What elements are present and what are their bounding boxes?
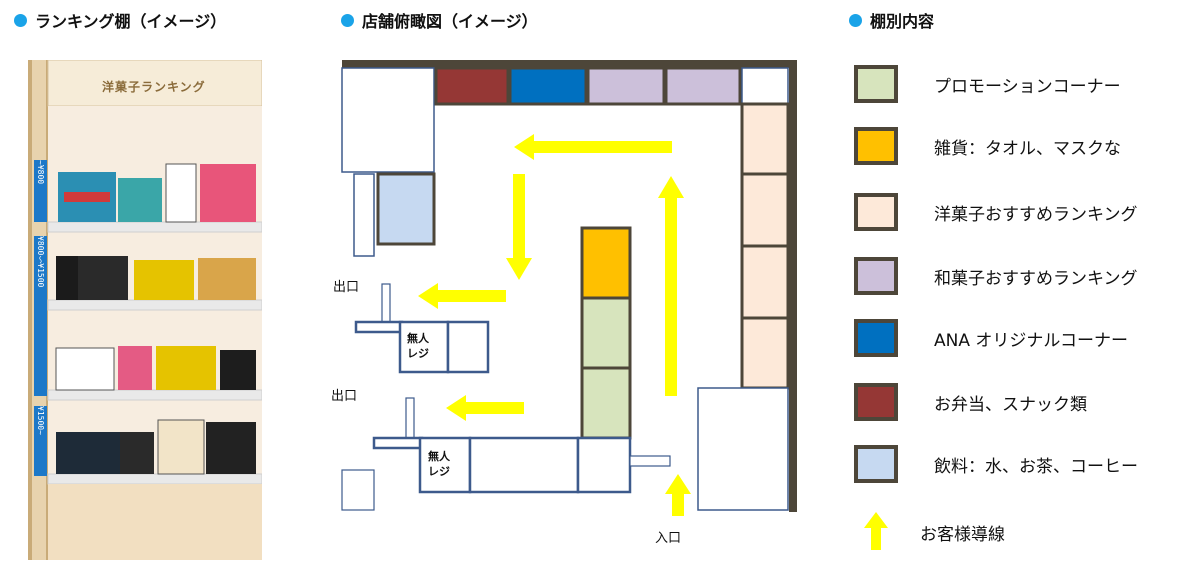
legend-row-yogashi: 洋菓子おすすめランキング <box>854 192 1138 232</box>
legend-swatch-yogashi <box>854 193 898 231</box>
register-label-2: 無人 レジ <box>428 450 450 478</box>
counter-2-middle <box>468 436 580 494</box>
wagashi-shelf-1 <box>586 66 666 106</box>
counter-2-end <box>576 436 632 494</box>
legend-label-yogashi: 洋菓子おすすめランキング <box>934 204 1138 225</box>
register-counter-2 <box>372 436 424 450</box>
legend-row-drinks: 飲料：水、お茶、コーヒー <box>854 444 1138 484</box>
cold-case <box>697 387 789 511</box>
legend-swatch-wagashi <box>854 257 898 295</box>
exit-gate-1 <box>381 283 391 325</box>
exit-label-1: 出口 <box>333 280 360 295</box>
yogashi-shelf-3 <box>740 244 790 320</box>
legend-swatch-promotion <box>854 65 898 103</box>
register-counter-1 <box>354 320 404 334</box>
wagashi-shelf-2 <box>664 66 742 106</box>
ranking-shelf-illustration: 洋菓子ランキング ~¥800 ¥800～¥1500 ¥1500~ <box>28 59 263 560</box>
legend-label-flow: お客様導線 <box>920 524 1005 545</box>
register-label-1: 無人 レジ <box>407 332 429 360</box>
right-wall <box>789 60 797 512</box>
trash-box <box>341 469 375 511</box>
legend-label-ana: ANA オリジナルコーナー <box>934 330 1129 351</box>
ranking-shelf-title: ランキング棚（イメージ） <box>14 8 226 32</box>
legend-label-drinks: 飲料：水、お茶、コーヒー <box>934 456 1138 477</box>
legend-row-ana: ANA オリジナルコーナー <box>854 318 1128 358</box>
entrance-label: 入口 <box>655 531 682 546</box>
yogashi-shelf-1 <box>740 102 790 176</box>
price-tag-3-text: ¥1500~ <box>36 406 45 435</box>
entrance-gate <box>629 455 671 467</box>
price-tag-2-text: ¥800～¥1500 <box>36 236 45 288</box>
price-tag-1-text: ~¥800 <box>36 160 45 185</box>
ranking-shelf-title-text: ランキング棚（イメージ） <box>35 12 227 31</box>
drink-side-box <box>353 173 375 257</box>
price-tag-2: ¥800～¥1500 <box>34 236 47 396</box>
legend-row-bento: お弁当、スナック類 <box>854 382 1087 422</box>
flow-arrow-icon <box>864 512 888 550</box>
exit-gate-2 <box>405 397 415 439</box>
storage-box <box>341 67 435 173</box>
bullet-icon <box>14 13 27 27</box>
legend-swatch-ana <box>854 319 898 357</box>
ana-original-shelf <box>508 66 588 106</box>
price-tag-3: ¥1500~ <box>34 406 47 476</box>
bullet-icon <box>849 13 862 27</box>
promotion-shelf-2 <box>580 366 632 440</box>
promotion-shelf-1 <box>580 296 632 370</box>
floor-plan-title-text: 店舗俯瞰図（イメージ） <box>362 12 538 31</box>
customer-flow-arrows <box>418 134 691 516</box>
legend-label-goods: 雑貨：タオル、マスクな <box>934 138 1121 159</box>
register-2 <box>418 436 472 494</box>
drink-shelf <box>376 172 436 246</box>
top-wall <box>342 60 797 68</box>
corner-box <box>741 67 789 105</box>
exit-label-2: 出口 <box>331 389 358 404</box>
legend-label-wagashi: 和菓子おすすめランキング <box>934 268 1138 289</box>
yogashi-shelf-2 <box>740 172 790 248</box>
legend-label-promotion: プロモーションコーナー <box>934 76 1121 97</box>
legend-row-flow: お客様導線 <box>854 512 1005 552</box>
legend-label-bento: お弁当、スナック類 <box>934 394 1087 415</box>
register-1-side <box>446 320 490 374</box>
shelf-contents-title-text: 棚別内容 <box>870 12 935 31</box>
legend-row-wagashi: 和菓子おすすめランキング <box>854 256 1138 296</box>
goods-shelf <box>580 226 632 300</box>
bento-shelf <box>434 66 510 106</box>
legend-swatch-drinks <box>854 445 898 483</box>
bullet-icon <box>341 13 354 27</box>
shelf-header-label: 洋菓子ランキング <box>102 80 206 94</box>
floor-plan-title: 店舗俯瞰図（イメージ） <box>341 8 538 32</box>
legend-swatch-bento <box>854 383 898 421</box>
legend-row-goods: 雑貨：タオル、マスクな <box>854 126 1121 166</box>
shelf-contents-title: 棚別内容 <box>849 8 934 32</box>
legend-row-promotion: プロモーションコーナー <box>854 64 1121 104</box>
yogashi-shelf-4 <box>740 316 790 390</box>
price-tag-1: ~¥800 <box>34 160 47 222</box>
legend-swatch-goods <box>854 127 898 165</box>
register-1 <box>398 320 450 374</box>
